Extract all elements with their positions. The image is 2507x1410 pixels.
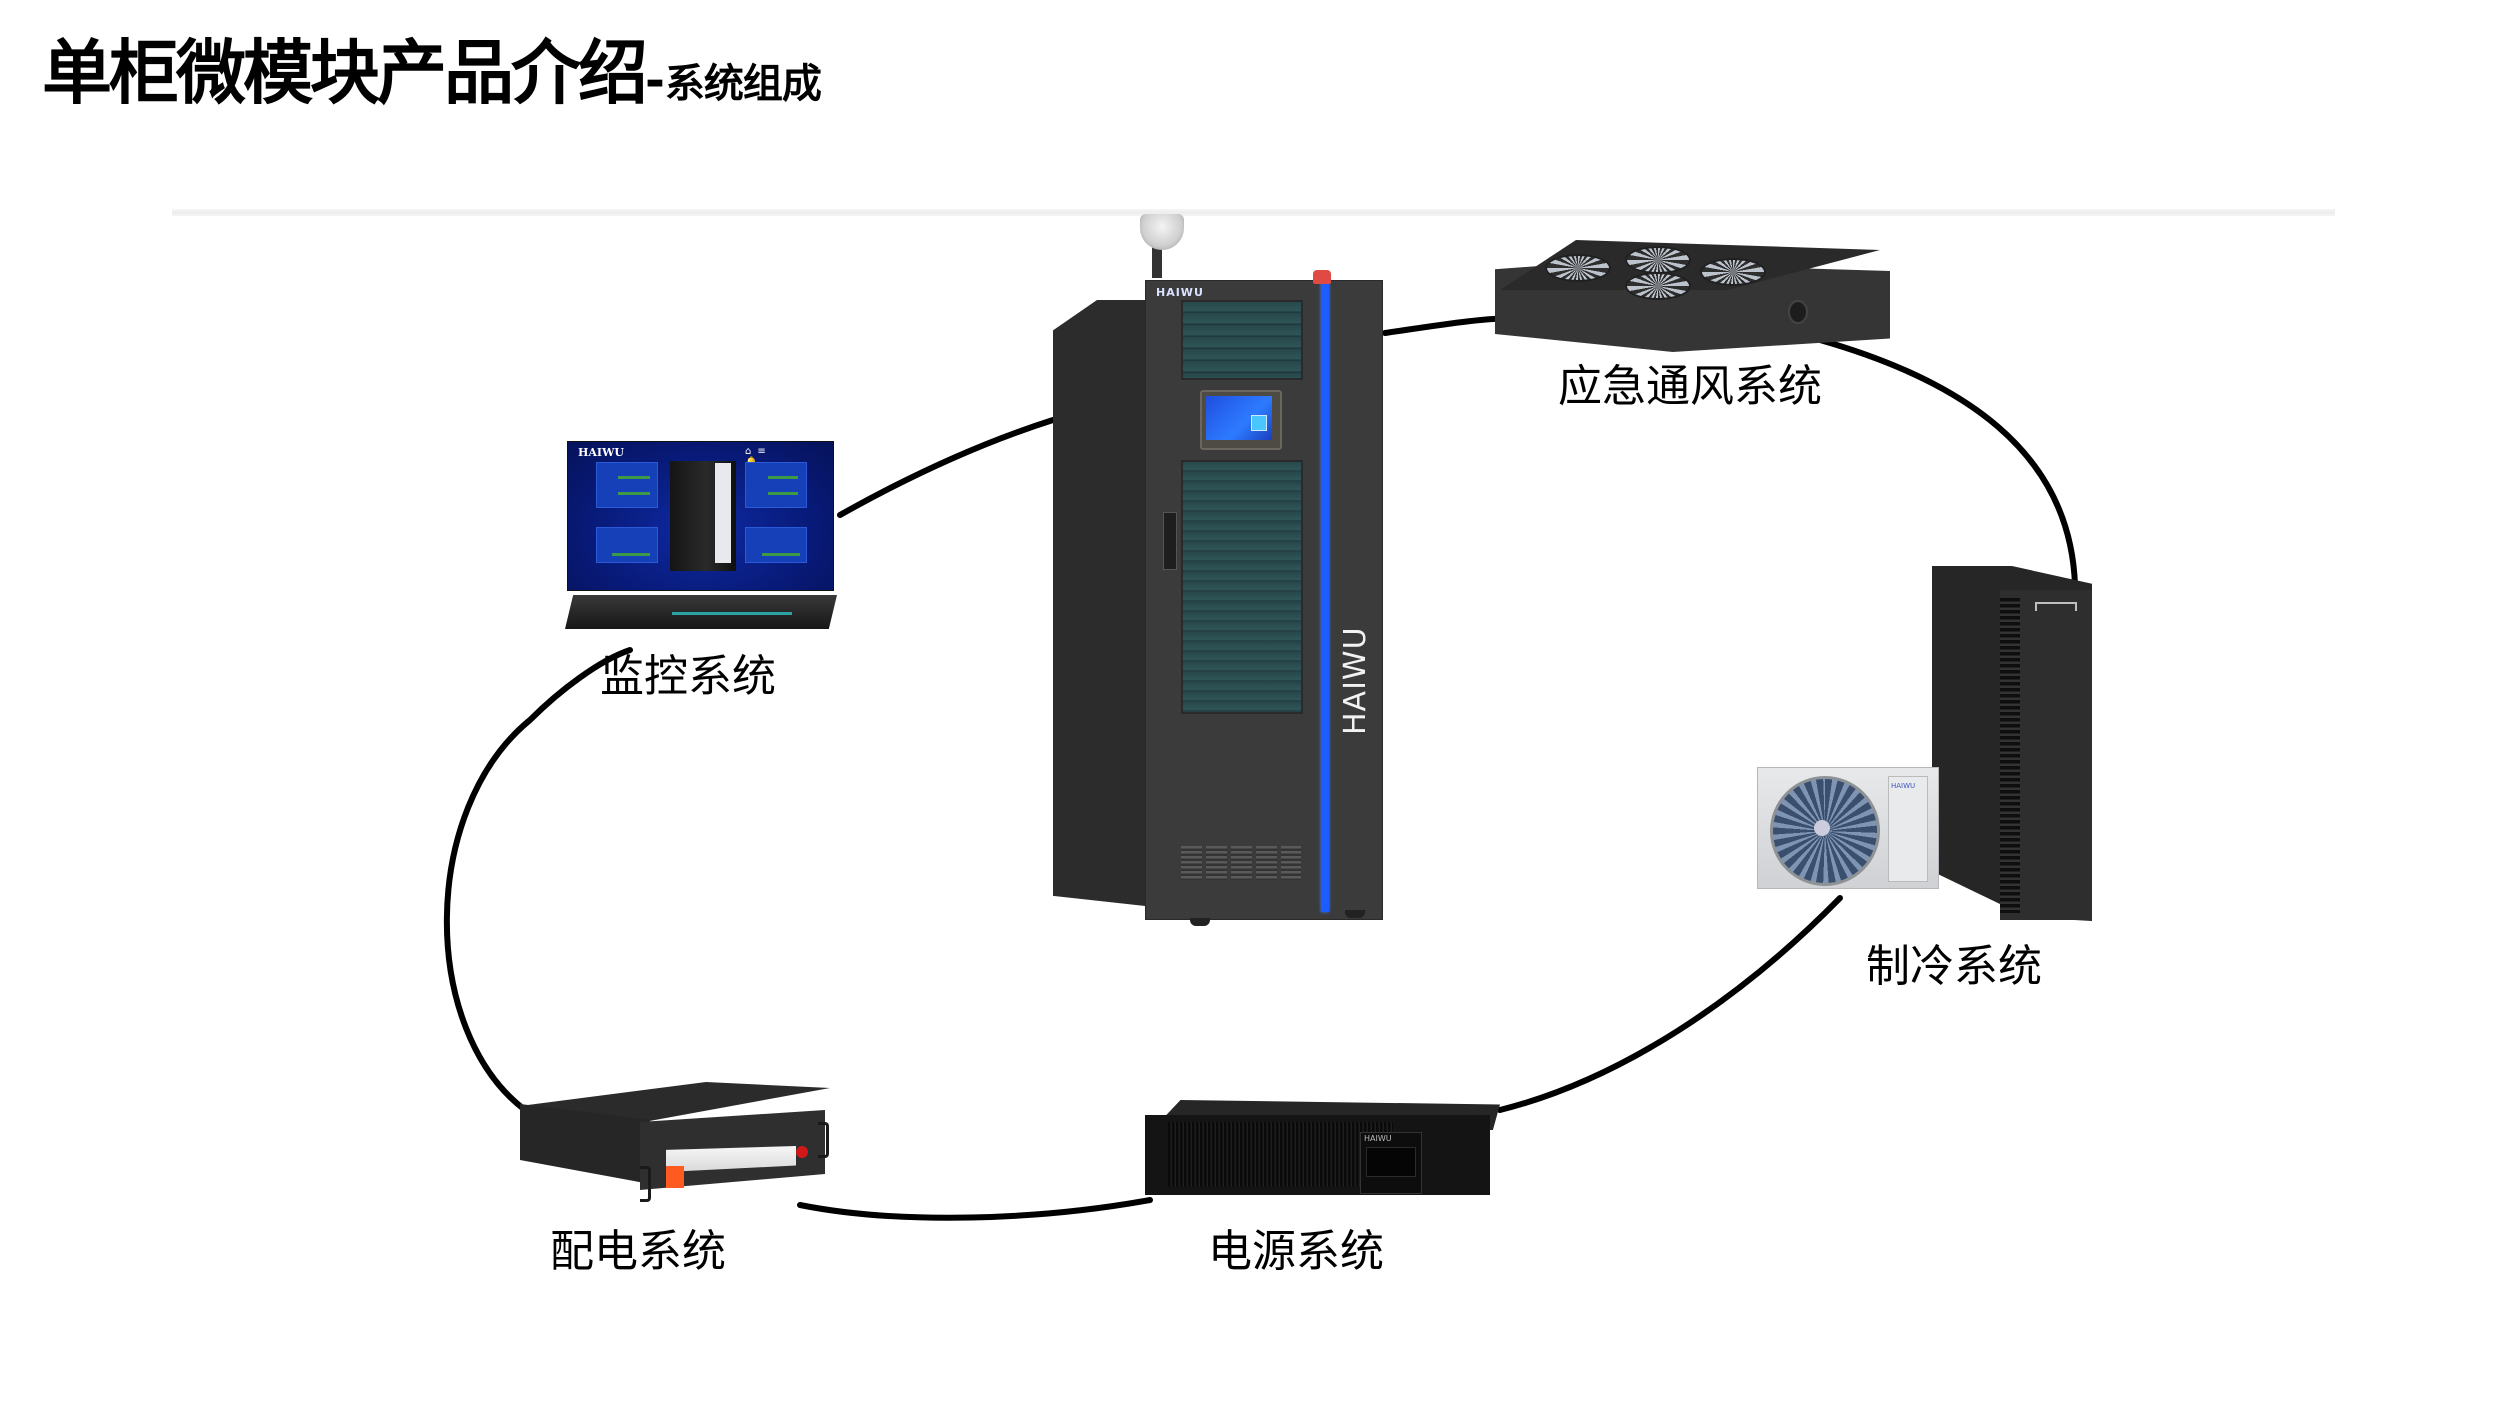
monitoring-panel-tr [745, 462, 807, 508]
cabinet-upper-window [1181, 300, 1303, 380]
fan-icon [1625, 272, 1691, 300]
cabinet-top-logo: HAIWU [1156, 286, 1204, 299]
outdoor-fan-hub [1814, 820, 1830, 836]
fan-icon [1545, 254, 1611, 282]
monitoring-rack-door [715, 463, 731, 563]
ups-grille [1168, 1122, 1393, 1187]
ventilation-label: 应急通风系统 [1558, 361, 1822, 412]
status-bar [612, 553, 650, 556]
indicator-light-icon [796, 1146, 808, 1158]
power-label: 电源系统 [1208, 1226, 1384, 1277]
monitoring-panel-br [745, 527, 807, 563]
ups-display [1366, 1147, 1416, 1177]
outdoor-side-panel [1888, 776, 1928, 882]
title-subtitle: 系统组成 [664, 61, 822, 107]
monitoring-screen-logo: HAIWU [578, 446, 625, 459]
title-main: 单柜微模块产品介绍 [42, 32, 648, 114]
camera-pole [1152, 238, 1162, 278]
cabinet-foot [1190, 918, 1210, 926]
title-separator: - [645, 53, 665, 109]
distribution-label: 配电系统 [550, 1226, 726, 1277]
fan-icon [1625, 246, 1691, 274]
vent-dividers [1181, 846, 1301, 880]
page-title: 单柜微模块产品介绍-系统组成 [42, 38, 822, 109]
title-divider [172, 209, 2335, 216]
outdoor-unit-logo: HAIWU [1891, 782, 1916, 790]
status-bar [762, 553, 800, 556]
emergency-button-icon [1313, 270, 1331, 284]
status-bar [768, 492, 798, 495]
monitoring-label: 监控系统 [600, 651, 776, 702]
status-bar [618, 476, 650, 479]
monitoring-panel-bl [596, 527, 658, 563]
door-lock-handle [1163, 512, 1177, 570]
cabinet-main-window [1181, 460, 1303, 714]
cable-port-icon [1788, 300, 1808, 324]
main-breaker-icon [666, 1166, 684, 1188]
cooling-label: 制冷系统 [1866, 941, 2042, 992]
host-unit-strip [672, 612, 792, 615]
status-bar [618, 492, 650, 495]
fan-icon [1700, 258, 1766, 286]
ups-logo: HAIWU [1364, 1134, 1392, 1143]
monitoring-panel-tl [596, 462, 658, 508]
blue-accent-stripe [1321, 282, 1329, 912]
dome-camera-icon [1140, 214, 1184, 250]
cabinet-brand-text: HAIWU [1338, 626, 1373, 735]
pdu-handle [818, 1122, 829, 1158]
pdu-handle [640, 1166, 651, 1202]
row-cooler-grille [2000, 598, 2020, 913]
cabinet-foot [1345, 910, 1365, 918]
touchscreen-widget [1251, 415, 1267, 431]
cabinet-side-panel [1053, 300, 1163, 908]
status-bar [768, 476, 798, 479]
row-cooler-handle [2035, 602, 2077, 611]
